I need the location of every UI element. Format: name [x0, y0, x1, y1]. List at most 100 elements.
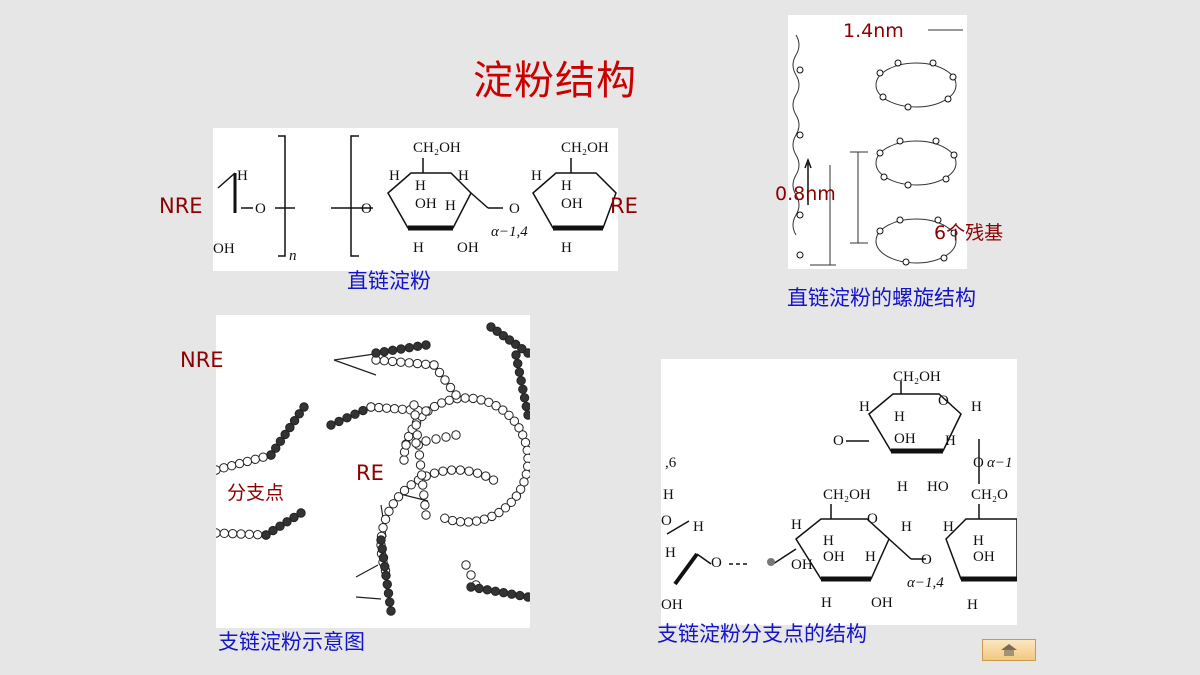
helix-diagram — [792, 29, 963, 266]
glucose-residue — [429, 468, 440, 478]
glucose-residue — [386, 606, 396, 616]
bp-h: H — [943, 519, 954, 535]
glucose-residue — [383, 588, 394, 598]
bp-h: H — [823, 533, 834, 549]
glucose-residue — [234, 458, 245, 469]
home-icon — [1001, 644, 1017, 656]
glucose-residue — [420, 500, 430, 510]
bp-h: H — [894, 409, 905, 425]
bp-o: O — [833, 433, 844, 449]
glucose-residue — [514, 367, 525, 377]
branched-schematic — [216, 322, 530, 616]
glucose-residue — [445, 382, 456, 393]
glucose-residue — [464, 466, 474, 476]
formula-oh: OH — [213, 241, 235, 257]
glucose-residue — [404, 358, 414, 368]
bp-o: O — [867, 511, 878, 527]
glucose-residue — [379, 346, 390, 357]
glucose-residue — [406, 480, 416, 490]
branch-point-formula-panel: CH₂OH H O H O H OH H H HO O α−1 ,6 H O H… — [661, 359, 1017, 625]
glucose-residue — [421, 510, 431, 520]
glucose-residue — [389, 404, 400, 414]
glucose-residue — [382, 403, 392, 413]
glucose-residue — [520, 437, 530, 448]
glucose-residue — [244, 529, 255, 540]
glucose-residue — [414, 450, 425, 460]
glucose-residue — [511, 350, 521, 360]
glucose-residue — [440, 375, 450, 385]
glucose-residue — [268, 525, 278, 536]
glucose-residue — [513, 358, 523, 369]
glucose-residue — [266, 450, 276, 460]
glucose-residue — [500, 503, 511, 513]
glucose-residue — [488, 475, 499, 485]
formula-linkage: α−1,4 — [491, 224, 528, 240]
formula-h: H — [413, 240, 424, 256]
glucose-residue — [387, 345, 398, 356]
bp-ch2o: CH₂O — [971, 487, 1008, 503]
branch-point-label: 分支点 — [227, 482, 285, 504]
helix-caption: 直链淀粉的螺旋结构 — [787, 286, 976, 310]
glucose-residue — [242, 456, 253, 467]
glucose-residue — [418, 480, 428, 490]
glucose-residue — [401, 440, 411, 450]
glucose-residue — [481, 471, 491, 481]
glucose-residue — [446, 465, 457, 475]
glucose-residue — [468, 393, 478, 404]
glucose-residue — [522, 461, 530, 472]
glucose-residue — [385, 597, 395, 607]
linear-re-label: RE — [610, 194, 638, 218]
glucose-residue — [491, 401, 501, 411]
formula-oh: OH — [457, 240, 479, 256]
glucose-residue — [289, 512, 299, 523]
glucose-residue — [275, 436, 286, 446]
glucose-residue — [476, 395, 486, 405]
glucose-residue — [378, 523, 388, 533]
bp-oh: OH — [894, 431, 916, 447]
glucose-residue — [515, 484, 526, 495]
glucose-residue — [523, 348, 530, 358]
glucose-residue — [415, 460, 426, 470]
glucose-residue — [399, 485, 410, 496]
glucose-residue — [296, 508, 306, 518]
glucose-residue — [393, 492, 404, 502]
glucose-residue — [410, 410, 420, 420]
glucose-residue — [358, 405, 368, 416]
glucose-residue — [289, 416, 300, 426]
glucose-residue — [438, 466, 448, 476]
linear-chain-caption: 直链淀粉 — [347, 269, 431, 293]
glucose-residue — [379, 356, 389, 366]
bp-h: H — [859, 399, 870, 415]
formula-oh: OH — [415, 196, 437, 212]
home-button[interactable] — [982, 639, 1036, 661]
glucose-residue — [252, 529, 263, 540]
bp-h: H — [973, 533, 984, 549]
glucose-residue — [380, 561, 390, 572]
glucose-residue — [511, 491, 522, 501]
glucose-residue — [421, 436, 431, 446]
glucose-residue — [431, 434, 441, 444]
glucose-residue — [388, 499, 399, 509]
glucose-residue — [421, 359, 431, 369]
glucose-residue — [216, 528, 221, 538]
bp-h: H — [821, 595, 832, 611]
bp-o: O — [661, 513, 672, 529]
bp-o: O — [711, 555, 722, 571]
glucose-residue — [285, 422, 295, 433]
formula-oh: OH — [561, 196, 583, 212]
glucose-residue — [523, 592, 530, 602]
glucose-residue — [521, 469, 530, 479]
glucose-residue — [509, 416, 520, 426]
bp-h: H — [901, 519, 912, 535]
formula-h: H — [458, 168, 469, 184]
formula-h: H — [237, 168, 248, 184]
glucose-residue — [466, 582, 476, 592]
glucose-residue — [440, 513, 450, 523]
bp-link-16: α−1 — [987, 455, 1013, 471]
branched-schematic-panel — [216, 315, 530, 628]
glucose-residue — [416, 470, 427, 480]
bp-h: H — [865, 549, 876, 565]
glucose-residue — [334, 416, 344, 427]
glucose-residue — [455, 465, 466, 475]
bp-oh: OH — [661, 597, 683, 613]
